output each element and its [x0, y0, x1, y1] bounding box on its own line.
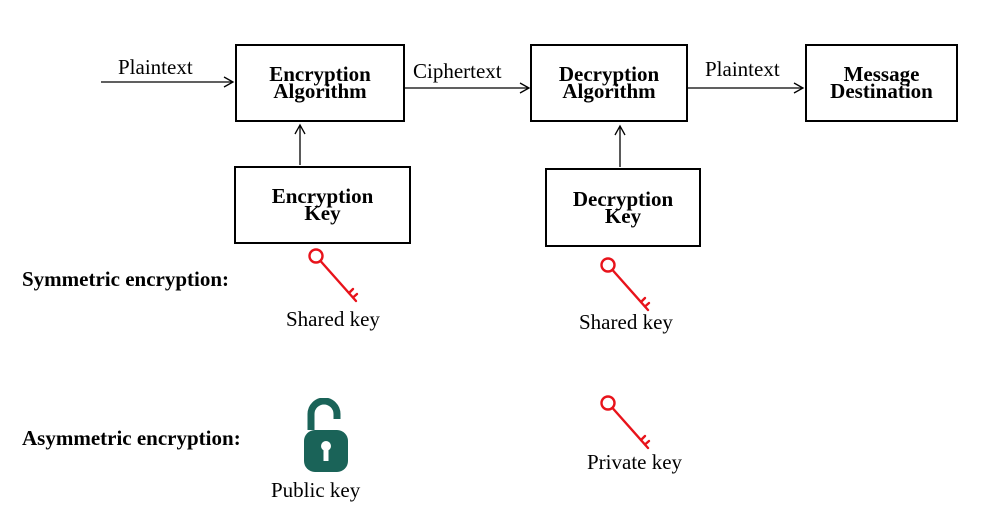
decryption-algorithm-box: Decryption Algorithm — [530, 44, 688, 122]
encryption-algorithm-line1: Encryption — [269, 62, 371, 86]
encryption-algorithm-line2: Algorithm — [273, 79, 367, 103]
input-plaintext-label: Plaintext — [118, 55, 193, 79]
plaintext-arrowhead — [223, 76, 235, 88]
decryption-key-line2: Key — [604, 203, 642, 228]
ciphertext-arrowhead — [519, 82, 531, 94]
output-arrowhead — [793, 82, 805, 94]
dec-key-arrowhead — [614, 124, 626, 136]
encryption-key-line2: Key — [304, 201, 341, 225]
symmetric-right-key-label: Shared key — [579, 310, 673, 334]
ciphertext-label: Ciphertext — [413, 59, 502, 83]
symmetric-encryption-title: Symmetric encryption: — [22, 267, 230, 291]
message-destination-line1: Message — [843, 62, 920, 86]
decryption-algorithm-line2: Algorithm — [562, 79, 656, 103]
enc-key-arrowhead — [294, 123, 306, 135]
encryption-key-line1: Encryption — [271, 184, 374, 208]
private-key-icon — [600, 395, 651, 450]
asymmetric-encryption-title: Asymmetric encryption: — [22, 426, 241, 450]
private-key-label: Private key — [587, 450, 683, 474]
decryption-algorithm-line1: Decryption — [558, 62, 660, 86]
message-destination-line2: Destination — [830, 79, 933, 103]
open-padlock-icon — [304, 398, 348, 472]
public-key-label: Public key — [271, 478, 361, 502]
message-destination-box: Message Destination — [805, 44, 958, 122]
symmetric-left-key-label: Shared key — [286, 307, 380, 331]
decryption-key-box: Decryption Key — [545, 168, 701, 247]
encryption-algorithm-box: Encryption Algorithm — [235, 44, 405, 122]
encryption-key-box: Encryption Key — [234, 166, 411, 244]
decryption-key-line1: Decryption — [572, 186, 674, 211]
shared-key-icon — [600, 257, 651, 312]
output-plaintext-label: Plaintext — [705, 57, 780, 81]
shared-key-icon — [308, 248, 359, 303]
